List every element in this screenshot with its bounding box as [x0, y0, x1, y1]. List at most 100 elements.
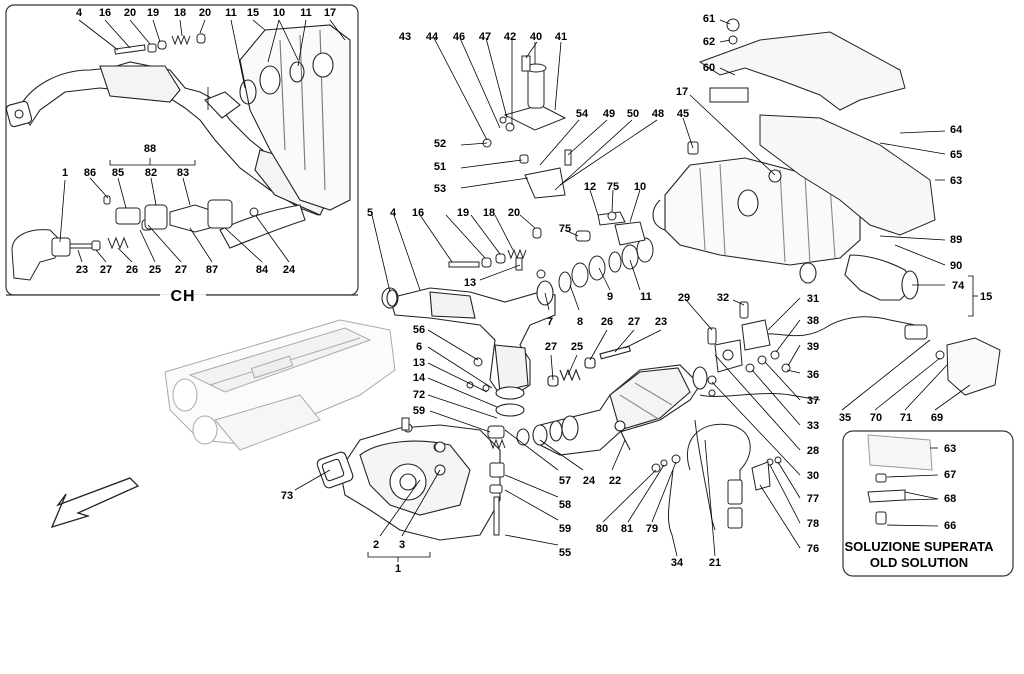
part-label: 34: [671, 557, 684, 569]
part-label: 71: [900, 412, 912, 424]
part-label: 2: [373, 539, 379, 551]
part-label: 69: [931, 412, 943, 424]
ch-label: 23: [76, 264, 88, 276]
part-label: 59: [413, 405, 425, 417]
ch-label: 84: [256, 264, 269, 276]
part-label: 23: [655, 316, 667, 328]
ch-label: 11: [300, 7, 312, 19]
part-label: 55: [559, 547, 571, 559]
part-label: 17: [676, 86, 688, 98]
ch-label: 4: [76, 7, 83, 19]
ch-label: 16: [99, 7, 111, 19]
part-label: 76: [807, 543, 819, 555]
old-solution-caption-en: OLD SOLUTION: [870, 555, 968, 570]
part-label: 33: [807, 420, 819, 432]
ch-label: 17: [324, 7, 336, 19]
ch-label: 88: [144, 143, 156, 155]
part-label: 14: [413, 372, 426, 384]
part-label: 10: [634, 181, 646, 193]
part-label: 15: [980, 291, 992, 303]
part-label: 70: [870, 412, 882, 424]
ch-label: 24: [283, 264, 296, 276]
part-label: 79: [646, 523, 658, 535]
y-pipe-hardware: [448, 227, 654, 392]
part-label: 51: [434, 161, 446, 173]
part-label: 90: [950, 260, 962, 272]
part-label: 58: [559, 499, 571, 511]
part-label: 1: [395, 563, 401, 575]
part-label: 60: [703, 62, 715, 74]
part-label: 39: [807, 341, 819, 353]
part-label: 31: [807, 293, 819, 305]
part-label: 9: [607, 291, 613, 303]
part-label: 32: [717, 292, 729, 304]
ch-label: 86: [84, 167, 96, 179]
main-leader-lines: [294, 19, 978, 562]
old-solution-inset: 63 67 68 66 SOLUZIONE SUPERATA OLD SOLUT…: [842, 430, 1014, 577]
ch-label: 27: [175, 264, 187, 276]
part-label: 12: [584, 181, 596, 193]
part-label: 52: [434, 138, 446, 150]
ch-label: 20: [124, 7, 136, 19]
part-label: 7: [547, 316, 553, 328]
part-label: 11: [640, 291, 652, 303]
part-label: 16: [412, 207, 424, 219]
part-label: 37: [807, 395, 819, 407]
part-label: 75: [559, 223, 571, 235]
lambda-sensor-wiring: [667, 316, 1001, 536]
part-label: 27: [545, 341, 557, 353]
old-solution-label: 63: [944, 443, 956, 455]
ch-label: 83: [177, 167, 189, 179]
inset-ch-title: CH: [170, 288, 195, 305]
rear-pipe-clamp: [575, 141, 699, 246]
ch-label: 27: [100, 264, 112, 276]
part-label: 25: [571, 341, 583, 353]
part-label: 45: [677, 108, 689, 120]
ch-label: 87: [206, 264, 218, 276]
part-label: 53: [434, 183, 446, 195]
part-label: 74: [952, 280, 965, 292]
part-label: 41: [555, 31, 567, 43]
part-label: 13: [413, 357, 425, 369]
ch-label: 26: [126, 264, 138, 276]
part-label: 35: [839, 412, 851, 424]
part-label: 8: [577, 316, 583, 328]
part-label: 78: [807, 518, 819, 530]
part-label: 46: [453, 31, 465, 43]
y-pipe-catalyst: [381, 280, 556, 417]
heat-shields: [698, 18, 936, 236]
ch-label: 20: [199, 7, 211, 19]
part-label: 49: [603, 108, 615, 120]
part-label: 47: [479, 31, 491, 43]
part-label: 13: [464, 277, 476, 289]
part-label: 40: [530, 31, 542, 43]
engine-cylinder-head: [164, 319, 396, 451]
part-label: 5: [367, 207, 373, 219]
part-label: 36: [807, 369, 819, 381]
sensor-bracket: [707, 301, 791, 397]
part-label: 21: [709, 557, 721, 569]
part-label: 64: [950, 124, 963, 136]
ch-callout-labels: 4 16 20 19 18 20 11 15 10 11 17 88 1 86 …: [62, 7, 336, 276]
part-label: 59: [559, 523, 571, 535]
part-label: 73: [281, 490, 293, 502]
part-label: 30: [807, 470, 819, 482]
direction-arrow-icon: [50, 477, 140, 529]
part-label: 24: [583, 475, 596, 487]
part-label: 27: [628, 316, 640, 328]
mounting-bracket: [482, 55, 572, 199]
ch-leader-lines: [59, 19, 346, 263]
part-label: 18: [483, 207, 495, 219]
part-label: 19: [457, 207, 469, 219]
ch-label: 18: [174, 7, 186, 19]
main-catalytic-converter: [516, 345, 708, 456]
part-label: 75: [607, 181, 619, 193]
old-solution-label: 68: [944, 493, 956, 505]
part-label: 28: [807, 445, 819, 457]
part-label: 62: [703, 36, 715, 48]
ch-lower-components: [11, 195, 259, 281]
part-label: 81: [621, 523, 633, 535]
part-label: 80: [596, 523, 608, 535]
ch-label: 19: [147, 7, 159, 19]
part-label: 56: [413, 324, 425, 336]
